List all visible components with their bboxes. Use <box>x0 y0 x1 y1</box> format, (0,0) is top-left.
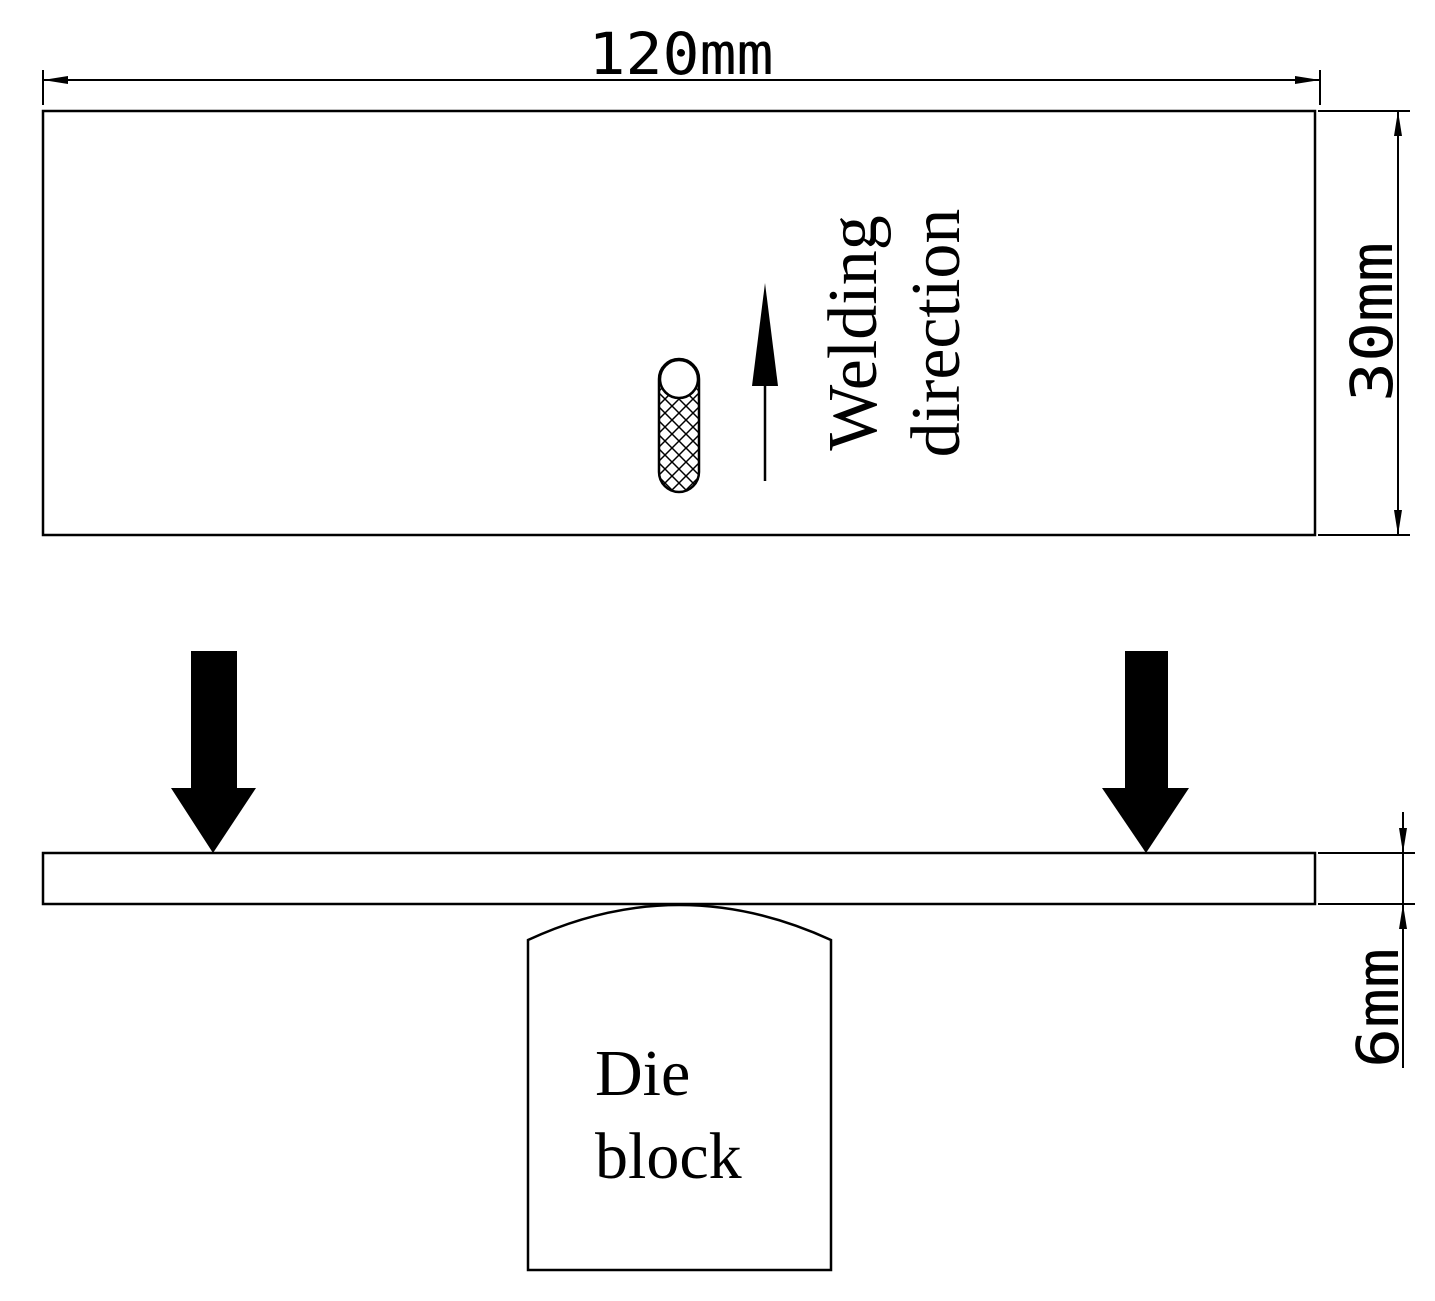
dim-arrowhead-right <box>1295 76 1320 84</box>
specimen-side-view-outline <box>41 851 1317 906</box>
length-dimension-label: 120mm <box>589 20 774 88</box>
thickness-dimension-label: 6mm <box>1344 948 1412 1068</box>
dim-arrowhead-up <box>1399 904 1407 929</box>
arrow-down-icon <box>1102 651 1189 853</box>
side-view: 6mm Die block <box>41 651 1415 1272</box>
specimen-top-view-outline <box>41 109 1317 537</box>
dim-arrowhead-bottom <box>1394 510 1402 535</box>
die-block-label-line2: block <box>595 1120 742 1193</box>
dim-arrowhead-top <box>1394 111 1402 136</box>
welding-direction-label-line1: Welding <box>815 215 892 450</box>
die-block-label-line1: Die <box>595 1037 690 1110</box>
dim-arrowhead-left <box>43 76 68 84</box>
width-dimension: 30mm <box>1318 110 1410 536</box>
arrow-up-icon <box>752 283 778 481</box>
dim-arrowhead-down <box>1399 828 1407 853</box>
length-dimension: 120mm <box>42 20 1321 105</box>
weld-bead-icon <box>657 357 701 494</box>
thickness-dimension: 6mm <box>1318 812 1415 1068</box>
arrow-down-icon <box>171 651 256 853</box>
top-view: 120mm 30mm Welding direction <box>41 20 1410 537</box>
width-dimension-label: 30mm <box>1338 242 1406 402</box>
die-block-outline <box>526 903 833 1272</box>
welding-direction-label-line2: direction <box>898 209 975 458</box>
